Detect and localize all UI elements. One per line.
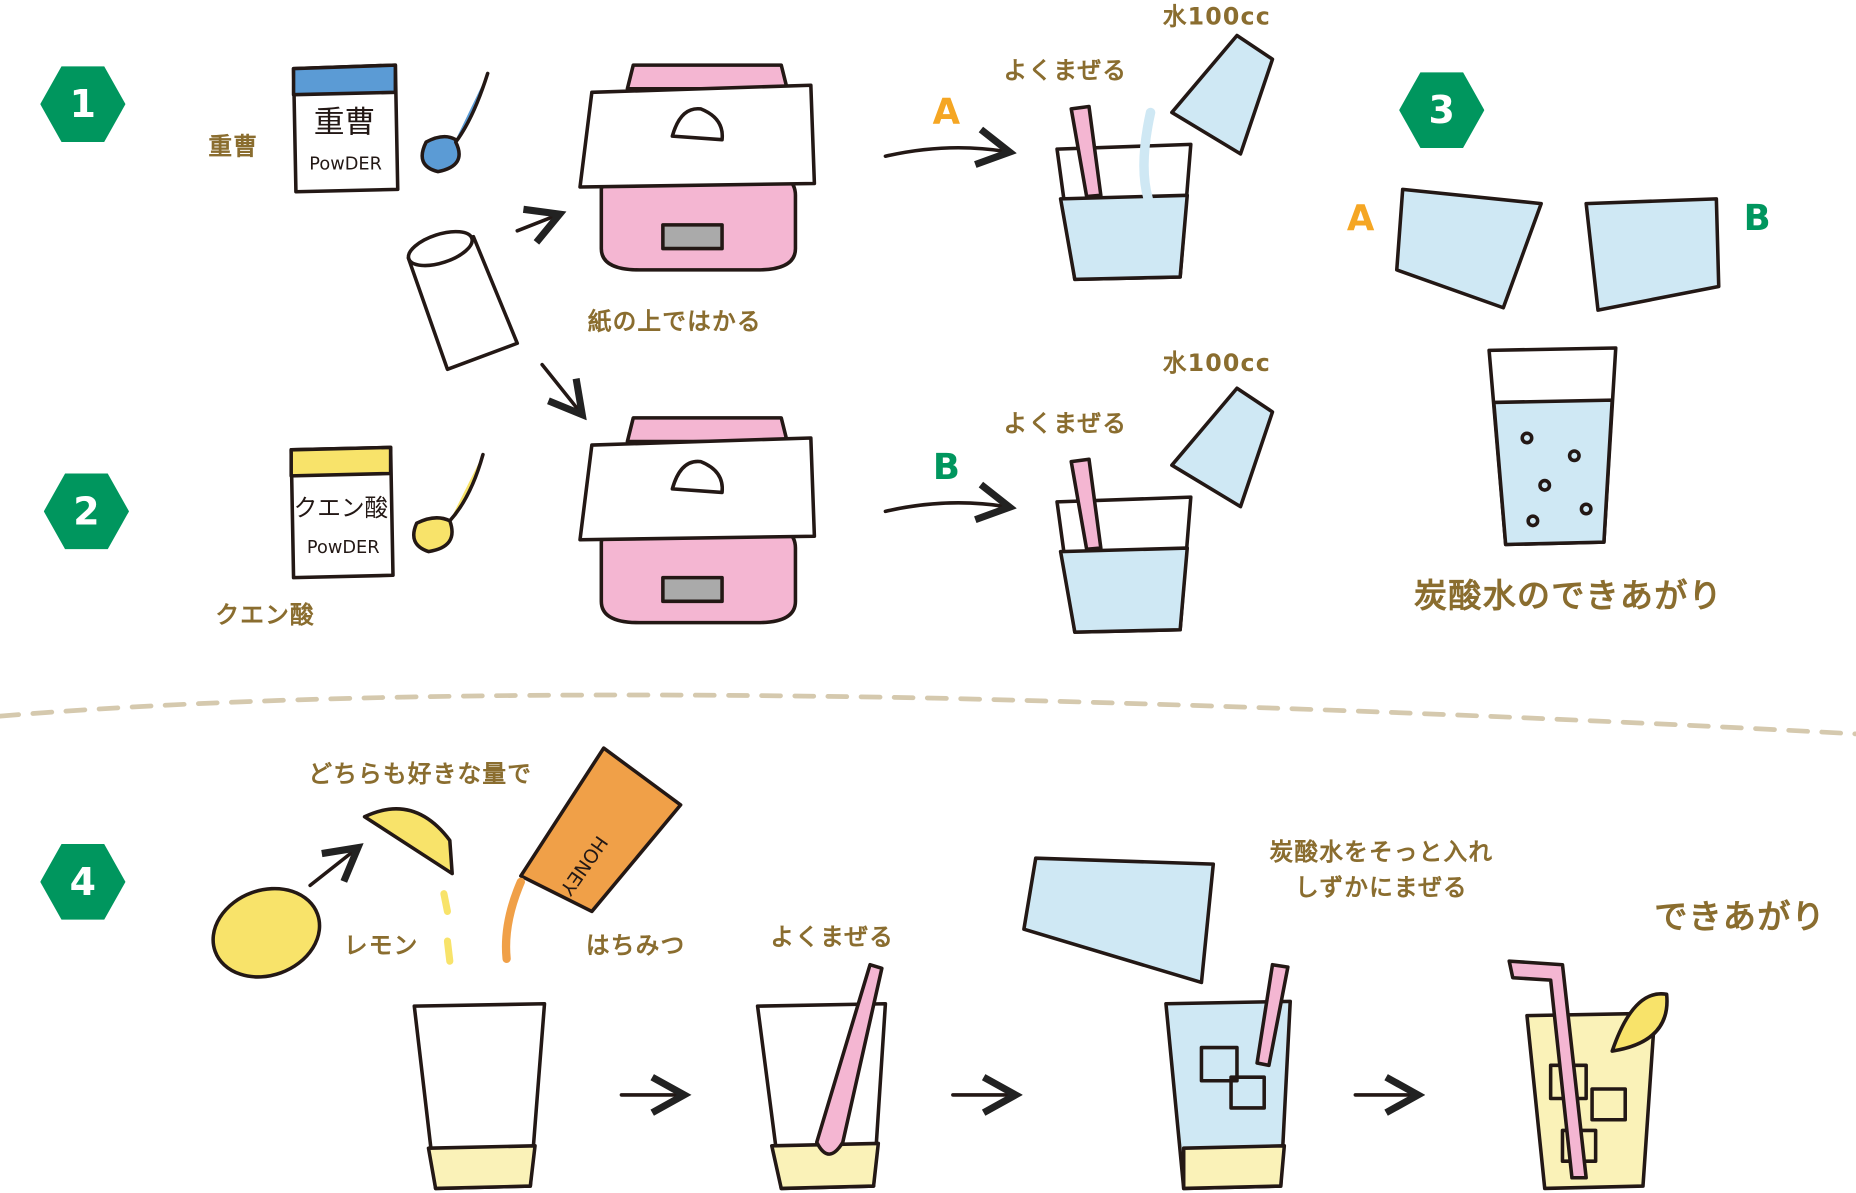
glass-mixing-icon <box>755 962 888 1191</box>
lemon-icon <box>211 886 322 979</box>
label-mix-well-b: よくまぜる <box>1003 408 1128 438</box>
step-number: 1 <box>69 81 97 127</box>
lemon-slice-icon <box>362 807 454 876</box>
blue-spoon-icon <box>420 71 490 174</box>
honey-bottle-icon: HONEY <box>501 746 683 963</box>
finished-drink-icon <box>1507 959 1669 1191</box>
label-citric-acid: クエン酸 <box>215 600 315 630</box>
label-baking-soda: 重曹 <box>208 131 259 161</box>
pour-marker-a: A <box>1346 198 1376 240</box>
glass-a-icon <box>1055 33 1275 282</box>
label-water-b: 水100cc <box>1162 348 1271 378</box>
label-done: できあがり <box>1654 897 1826 937</box>
pour-marker-b: B <box>1743 198 1772 240</box>
baking-soda-jar-icon: 重曹 PowDER <box>291 63 400 194</box>
glass-pour-soda-icon <box>1022 856 1293 1191</box>
citric-acid-jar-icon: クエン酸 PowDER <box>289 445 395 580</box>
scale-bottom-icon <box>578 416 817 625</box>
glass-honey-lemon-icon <box>412 1002 547 1191</box>
svg-text:重曹: 重曹 <box>314 105 376 141</box>
divider-dashed-line <box>0 692 1856 737</box>
step-2-badge: 2 <box>43 473 130 550</box>
step-number: 4 <box>69 859 97 905</box>
marker-a: A <box>932 91 962 134</box>
label-any-amount: どちらも好きな量で <box>308 759 533 788</box>
scale-top-icon <box>578 63 817 272</box>
step-3-badge: 3 <box>1399 72 1485 148</box>
step-1-badge: 1 <box>40 66 126 143</box>
step-number: 2 <box>73 488 100 534</box>
label-soda-done: 炭酸水のできあがり <box>1413 576 1723 616</box>
svg-text:クエン酸: クエン酸 <box>294 494 389 522</box>
label-pour-soda-1: 炭酸水をそっと入れ <box>1269 837 1494 866</box>
label-mix-well-a: よくまぜる <box>1003 56 1128 85</box>
marker-b: B <box>932 446 962 489</box>
label-lemon: レモン <box>343 930 419 960</box>
label-pour-soda-2: しずかにまぜる <box>1294 872 1468 902</box>
label-mix-well-4: よくまぜる <box>770 922 894 952</box>
label-honey: はちみつ <box>585 930 686 960</box>
step-number: 3 <box>1428 87 1455 133</box>
soda-glass-icon <box>1394 187 1721 547</box>
yellow-spoon-icon <box>412 452 485 554</box>
svg-text:PowDER: PowDER <box>309 154 382 174</box>
glass-b-icon <box>1055 386 1275 634</box>
label-water-a: 水100cc <box>1162 1 1271 31</box>
step-4-badge: 4 <box>40 843 126 920</box>
svg-text:PowDER: PowDER <box>307 538 380 558</box>
label-weigh-on-paper: 紙の上ではかる <box>587 307 762 336</box>
